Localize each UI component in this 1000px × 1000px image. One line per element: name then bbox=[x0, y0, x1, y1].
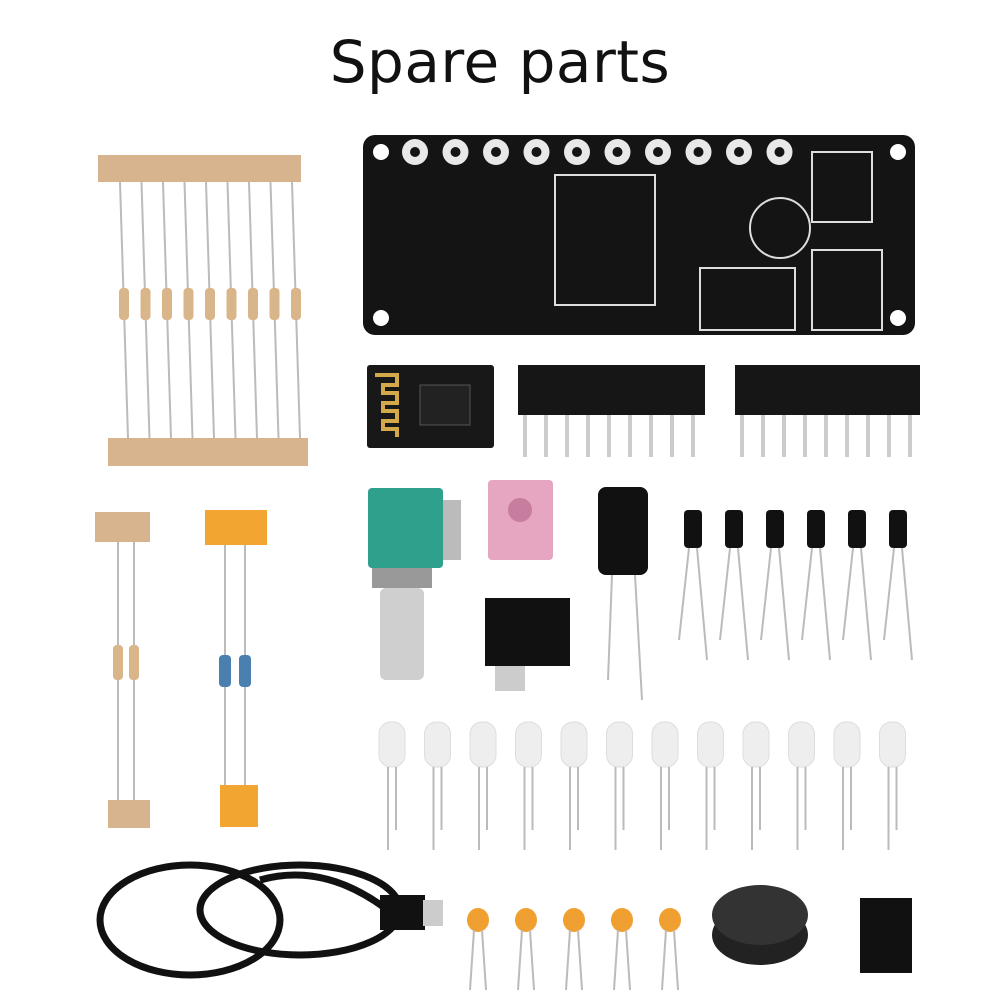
led bbox=[788, 721, 815, 768]
led bbox=[697, 721, 724, 768]
led bbox=[833, 721, 861, 768]
ceramic-capacitor bbox=[467, 908, 489, 932]
ceramic-capacitors bbox=[467, 908, 681, 991]
ceramic-capacitor bbox=[515, 908, 537, 932]
audio-jack bbox=[488, 480, 553, 560]
ceramic-capacitor bbox=[563, 908, 585, 932]
capacitor bbox=[807, 510, 825, 548]
resistor bbox=[183, 288, 194, 320]
resistor bbox=[248, 288, 258, 320]
resistor bbox=[205, 288, 215, 320]
page-title: Spare parts bbox=[329, 28, 671, 96]
led bbox=[378, 721, 406, 768]
leds bbox=[378, 721, 906, 850]
large-capacitor bbox=[598, 487, 648, 701]
resistor bbox=[140, 288, 151, 320]
bluetooth-module bbox=[367, 365, 494, 448]
led bbox=[469, 721, 497, 768]
resistor bbox=[162, 288, 172, 320]
resistor bbox=[291, 288, 301, 320]
ceramic-capacitor bbox=[611, 908, 633, 932]
resistor-pair-blue bbox=[205, 510, 267, 827]
led bbox=[651, 721, 679, 768]
led bbox=[424, 721, 451, 768]
resistors-strip bbox=[98, 155, 308, 466]
resistor bbox=[119, 288, 129, 320]
capacitor bbox=[684, 510, 702, 548]
capacitor bbox=[889, 510, 907, 548]
capacitor bbox=[766, 510, 784, 548]
potentiometer bbox=[368, 488, 461, 680]
led bbox=[606, 721, 633, 768]
small-capacitors bbox=[678, 510, 913, 661]
led bbox=[879, 721, 906, 768]
resistor-pair-beige bbox=[95, 512, 150, 828]
capacitor bbox=[725, 510, 743, 548]
ceramic-capacitor bbox=[659, 908, 681, 932]
led bbox=[742, 721, 770, 768]
resistor bbox=[226, 288, 237, 320]
led-bar-sockets bbox=[518, 365, 920, 457]
led bbox=[560, 721, 588, 768]
knob bbox=[712, 885, 808, 965]
ic-chip bbox=[860, 898, 912, 973]
dc-jack bbox=[485, 598, 570, 691]
pcb-board bbox=[363, 135, 915, 335]
resistor bbox=[269, 288, 280, 320]
capacitor bbox=[848, 510, 866, 548]
led bbox=[515, 721, 542, 768]
usb-cable bbox=[96, 861, 443, 979]
